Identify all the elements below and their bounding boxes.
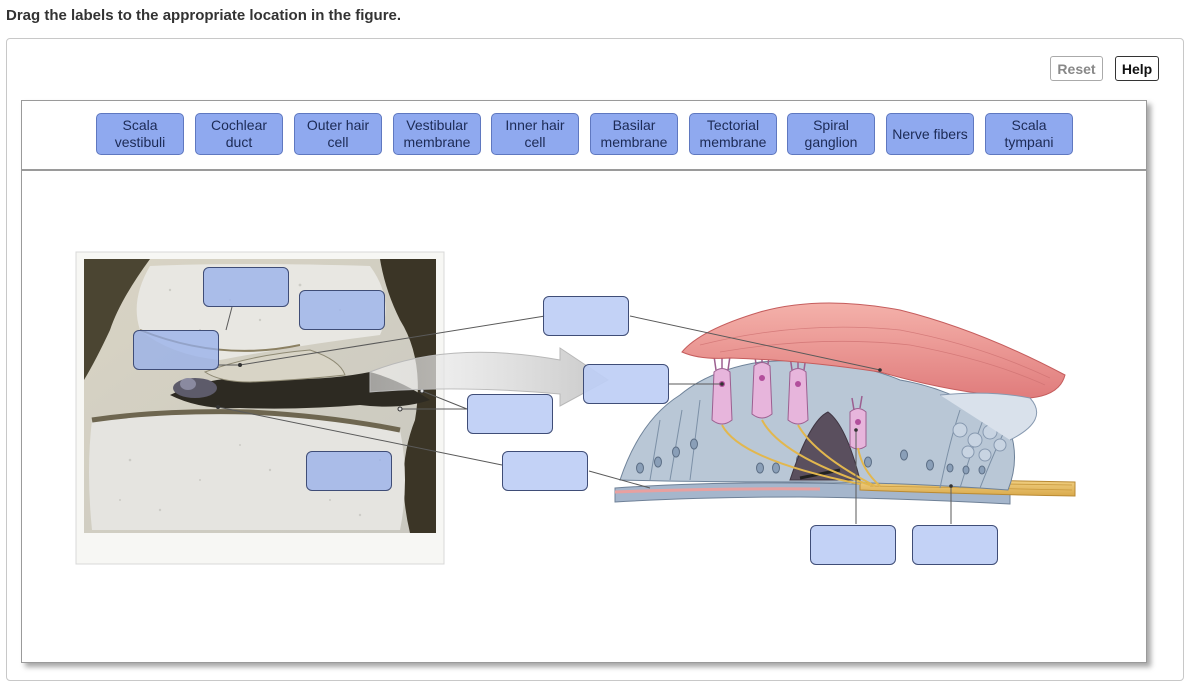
instructions-text: Drag the labels to the appropriate locat… — [6, 7, 402, 24]
reset-button[interactable]: Reset — [1050, 56, 1103, 81]
label-chip-nerve-fibers[interactable]: Nerve fibers — [886, 113, 974, 155]
drop-target-7[interactable] — [467, 394, 553, 434]
illustration-leader-lines — [588, 315, 952, 524]
drop-target-10[interactable] — [912, 525, 998, 565]
photo-leader-lines — [217, 306, 546, 466]
drop-target-2[interactable] — [299, 290, 385, 330]
drop-target-9[interactable] — [810, 525, 896, 565]
drop-target-5[interactable] — [543, 296, 629, 336]
organ-of-corti-illustration — [614, 302, 1076, 505]
label-bank-divider — [22, 169, 1146, 171]
help-button[interactable]: Help — [1115, 56, 1159, 81]
drop-target-8[interactable] — [502, 451, 588, 491]
drop-target-6[interactable] — [583, 364, 669, 404]
drop-target-4[interactable] — [306, 451, 392, 491]
drop-target-1[interactable] — [203, 267, 289, 307]
drop-target-3[interactable] — [133, 330, 219, 370]
